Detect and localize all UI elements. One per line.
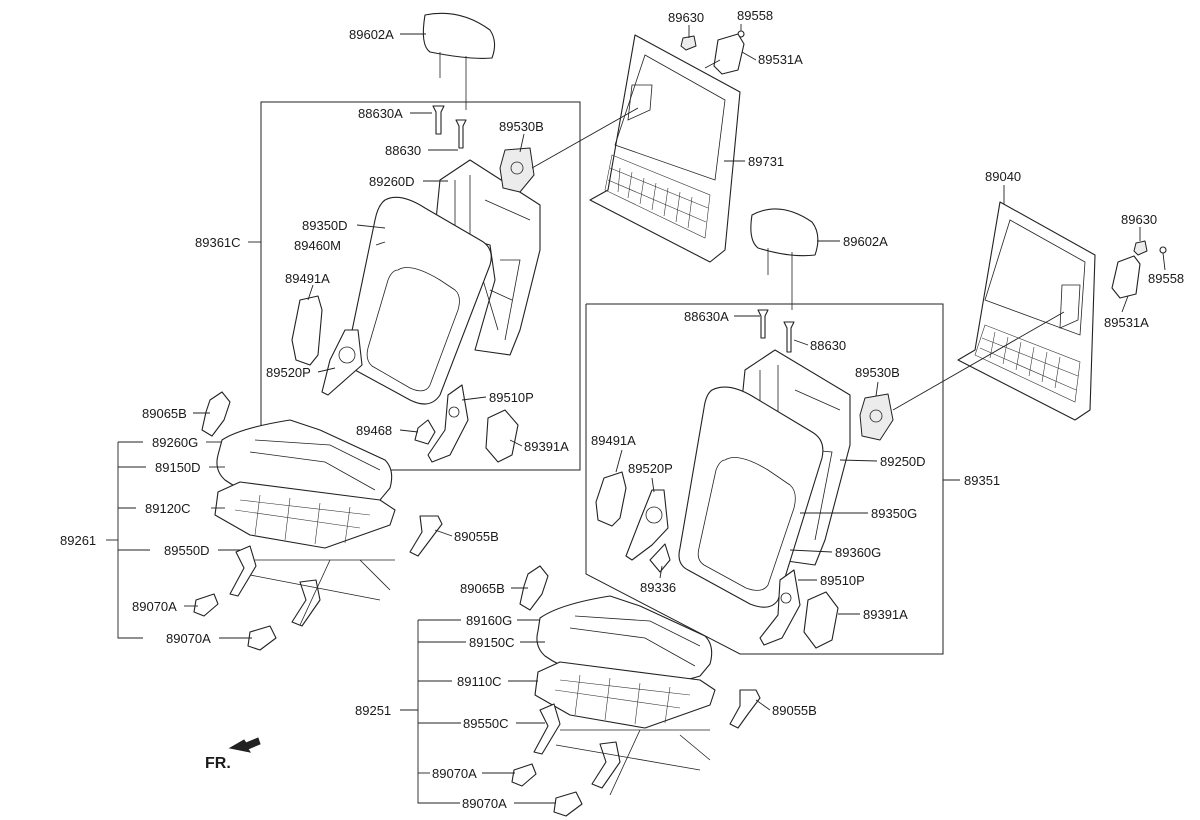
label-88630A-mid: 88630A [684,309,729,324]
label-89558-top: 89558 [737,8,773,23]
label-89351: 89351 [964,473,1000,488]
part-number-labels: 89602A 88630A 88630 89530B 89260D 89350D… [60,8,1184,811]
label-89055B-mid: 89055B [772,703,817,718]
seat-legs-middle-part [511,703,711,817]
label-89468: 89468 [356,423,392,438]
label-89520P-mid: 89520P [628,461,673,476]
label-89531A-top: 89531A [758,52,803,67]
cover-89531A-top-part [713,33,745,75]
label-89630-right: 89630 [1121,212,1157,227]
seatback-pad-left-part [346,196,492,405]
label-88630-mid: 88630 [810,338,846,353]
label-89602A-mid: 89602A [843,234,888,249]
bracket-89468-part [414,419,436,445]
headrest-guide-left-parts [432,105,467,149]
cover-89531A-right-part [1111,255,1141,299]
clip-89630-right-part [1133,240,1148,256]
label-89630-top: 89630 [668,10,704,25]
label-89251: 89251 [355,703,391,718]
label-89520P-left: 89520P [266,365,311,380]
label-89550C: 89550C [463,716,509,731]
label-89531A-right: 89531A [1104,315,1149,330]
front-direction-arrow-icon [228,737,261,753]
trim-89065B-left-part [201,391,231,437]
label-89120C: 89120C [145,501,191,516]
label-89731: 89731 [748,154,784,169]
label-89558-right: 89558 [1148,271,1184,286]
label-89250D: 89250D [880,454,926,469]
side-cover-89391A-left-part [485,409,519,463]
side-cover-89491A-mid-part [595,471,627,527]
label-88630-left: 88630 [385,143,421,158]
label-89491A-left: 89491A [285,271,330,286]
label-89530B-mid: 89530B [855,365,900,380]
label-89460M: 89460M [294,238,341,253]
label-89391A-left: 89391A [524,439,569,454]
seat-legs-left-part [193,545,395,651]
label-89361C: 89361C [195,235,241,250]
label-89055B-left: 89055B [454,529,499,544]
seatback-pad-middle-part [678,386,824,608]
seat-cushion-middle-part [536,595,713,684]
label-89491A-mid: 89491A [591,433,636,448]
label-89070A-mid-1: 89070A [432,766,477,781]
label-89260D: 89260D [369,174,415,189]
label-89150D: 89150D [155,460,201,475]
recliner-mechanism-left-part [499,147,535,193]
trim-89055B-left-part [409,515,443,557]
label-89350D: 89350D [302,218,348,233]
label-89065B-left: 89065B [142,406,187,421]
label-89550D: 89550D [164,543,210,558]
label-89350G: 89350G [871,506,917,521]
label-89160G: 89160G [466,613,512,628]
label-89070A-mid-2: 89070A [462,796,507,811]
label-89110C: 89110C [457,674,502,689]
leader-lines [106,24,1166,804]
label-89510P-left: 89510P [489,390,534,405]
side-cover-89491A-left-part [291,295,323,366]
label-89510P-mid: 89510P [820,573,865,588]
screw-89558-right-part [1159,246,1167,254]
label-89602A-top: 89602A [349,27,394,42]
seatback-rear-panel-89040-part [957,201,1096,421]
seatback-rear-panel-89731-part [589,34,741,263]
label-89070A-left-2: 89070A [166,631,211,646]
left-seatback-assembly-box [260,101,581,471]
headrest-left-part [422,12,496,110]
front-direction-label: FR. [205,755,231,772]
label-89150C: 89150C [469,635,515,650]
seat-frame-middle-part [534,661,716,729]
label-89070A-left-1: 89070A [132,599,177,614]
label-89360G: 89360G [835,545,881,560]
headrest-guide-middle-parts [757,309,795,353]
label-89040: 89040 [985,169,1021,184]
seat-frame-left-part [214,481,396,549]
label-88630A-left: 88630A [358,106,403,121]
label-89530B-left: 89530B [499,119,544,134]
label-89065B-mid: 89065B [460,581,505,596]
label-89336: 89336 [640,580,676,595]
bracket-89336-part [649,543,671,573]
recliner-mechanism-middle-part [859,393,894,441]
label-89261: 89261 [60,533,96,548]
hinge-89520P-left-part [321,329,363,396]
label-89260G: 89260G [152,435,198,450]
hinge-89510P-left-part [427,384,469,463]
hinge-89510P-mid-part [759,569,801,646]
clip-89630-top-part [680,35,697,51]
right-seatback-assembly-box [585,303,944,655]
headrest-middle-part [750,208,819,310]
trim-89055B-mid-part [729,689,761,729]
side-cover-89391A-mid-part [803,591,839,649]
trim-89065B-mid-part [519,565,549,611]
label-89391A-mid: 89391A [863,607,908,622]
